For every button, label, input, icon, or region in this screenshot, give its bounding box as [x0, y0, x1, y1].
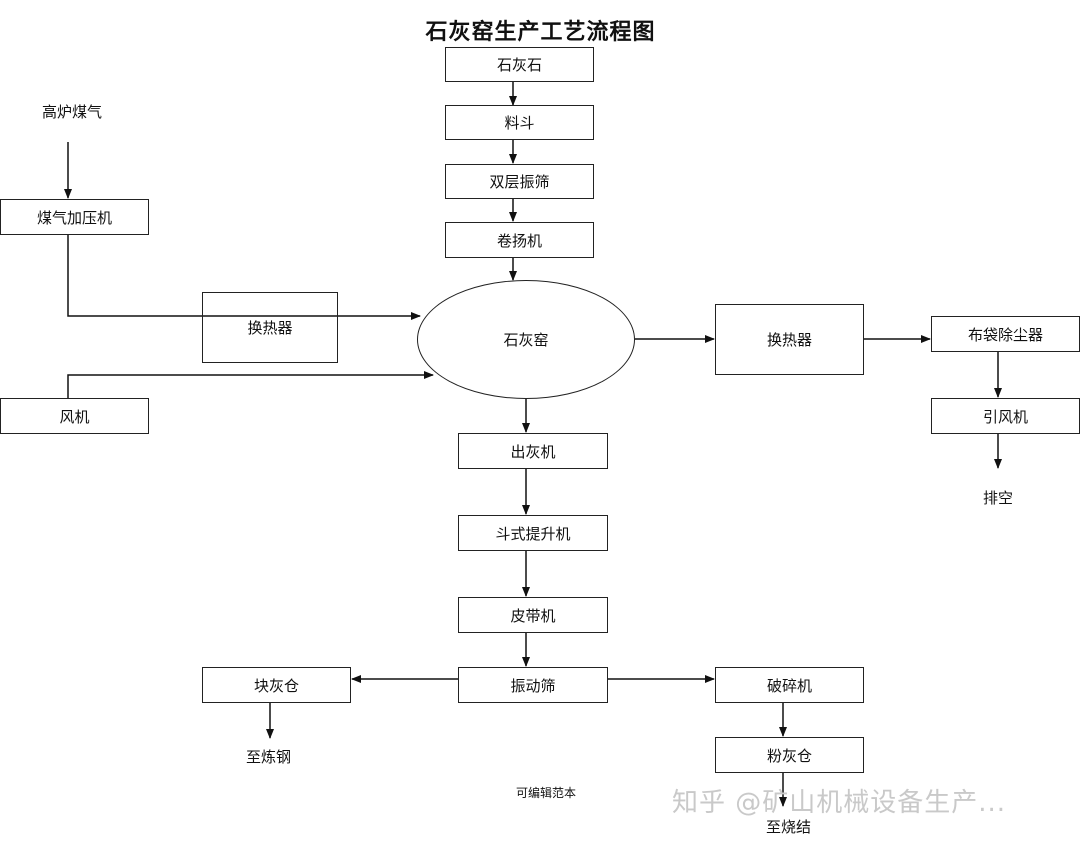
node-powder-lime-bin: 粉灰仓 [715, 737, 864, 773]
node-ash-discharger: 出灰机 [458, 433, 608, 469]
node-bag-filter: 布袋除尘器 [931, 316, 1080, 352]
node-double-screen: 双层振筛 [445, 164, 594, 199]
label-to-steelmaking: 至炼钢 [246, 748, 292, 766]
label-blast-furnace-gas: 高炉煤气 [42, 103, 103, 121]
node-kiln: 石灰窑 [417, 280, 635, 399]
node-belt-conveyor: 皮带机 [458, 597, 608, 633]
label-exhaust: 排空 [983, 489, 1014, 507]
node-heat-exchanger-left: 换热器 [202, 292, 338, 363]
node-crusher: 破碎机 [715, 667, 864, 703]
node-vibrating-screen: 振动筛 [458, 667, 608, 703]
node-induced-fan: 引风机 [931, 398, 1080, 434]
node-heat-exchanger-right: 换热器 [715, 304, 864, 375]
node-fan: 风机 [0, 398, 149, 434]
watermark: 知乎 @矿山机械设备生产... [672, 788, 1007, 818]
label-to-sintering: 至烧结 [766, 818, 812, 836]
node-gas-booster: 煤气加压机 [0, 199, 149, 235]
node-lump-lime-bin: 块灰仓 [202, 667, 351, 703]
arrow-fan-kiln [67, 371, 434, 398]
node-hoist: 卷扬机 [445, 222, 594, 258]
diagram-title: 石灰窑生产工艺流程图 [425, 19, 656, 45]
footer-text: 可编辑范本 [516, 786, 577, 800]
arrow-booster-kiln [67, 235, 421, 320]
node-bucket-elevator: 斗式提升机 [458, 515, 608, 551]
node-hopper: 料斗 [445, 105, 594, 140]
node-limestone: 石灰石 [445, 47, 594, 82]
